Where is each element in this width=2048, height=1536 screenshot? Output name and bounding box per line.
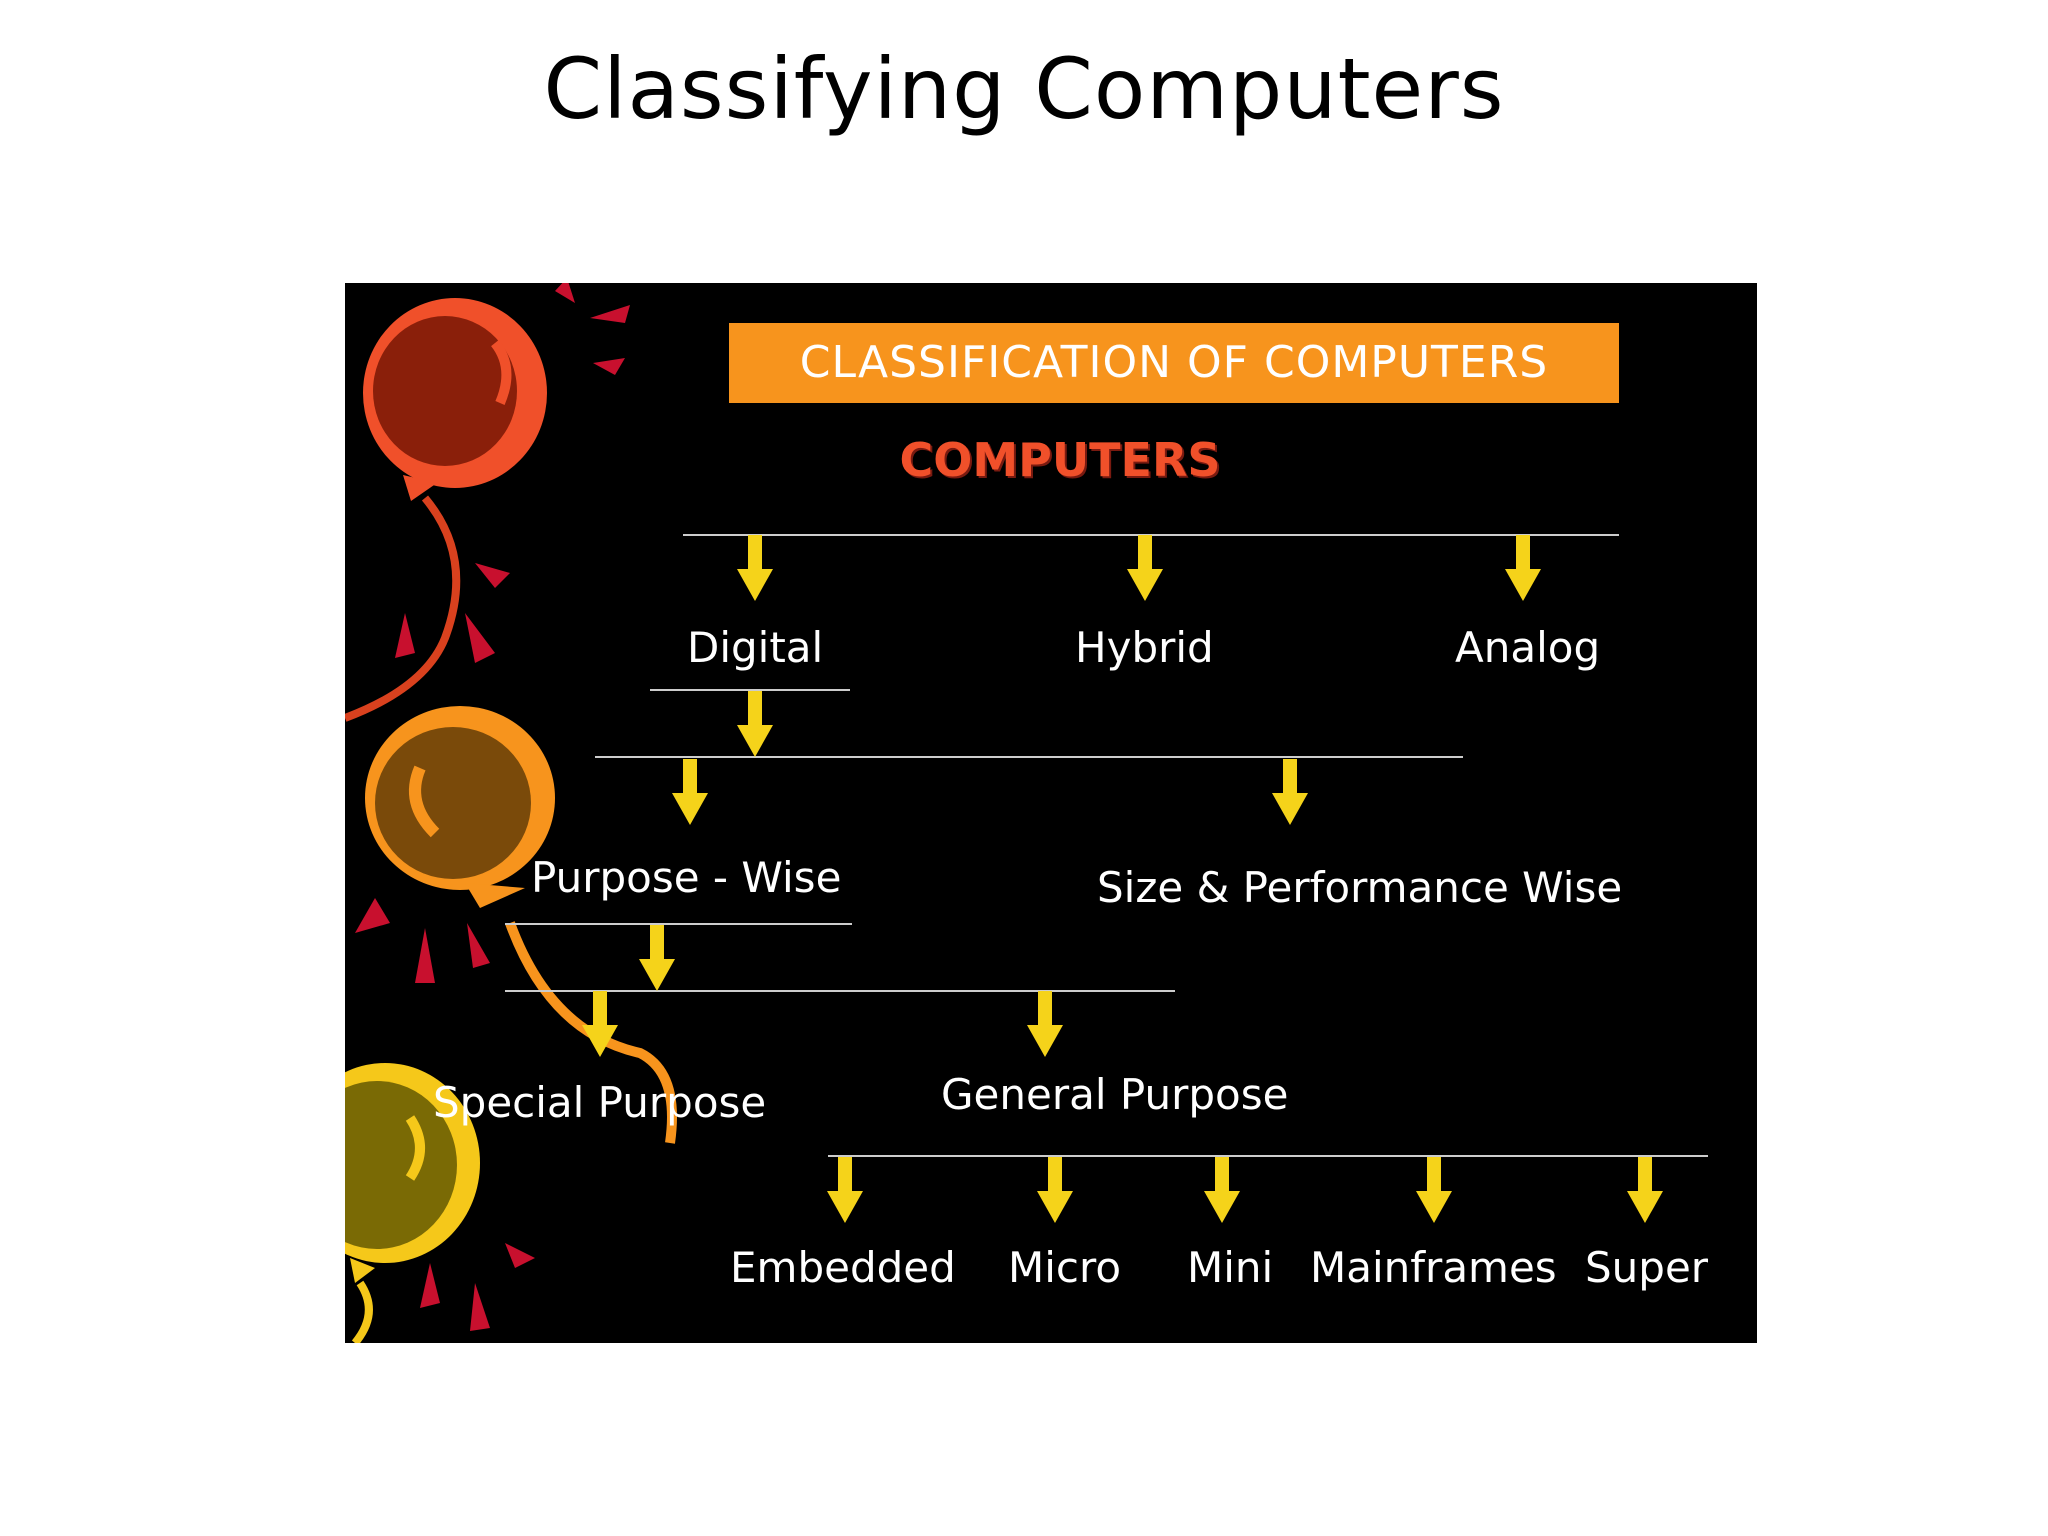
node-embedded: Embedded: [730, 1243, 956, 1292]
slide-title: Classifying Computers: [543, 40, 1505, 138]
node-super: Super: [1585, 1243, 1709, 1292]
classification-banner: CLASSIFICATION OF COMPUTERS: [729, 323, 1619, 403]
arrow-to-analog: [1505, 535, 1541, 601]
node-micro: Micro: [1008, 1243, 1122, 1292]
node-special-purpose: Special Purpose: [433, 1078, 767, 1127]
node-mini: Mini: [1187, 1243, 1274, 1292]
arrow-to-size: [1272, 759, 1308, 825]
arrow-to-hybrid: [1127, 535, 1163, 601]
diagram-graphics: [345, 283, 1708, 1343]
node-analog: Analog: [1455, 623, 1601, 672]
node-digital: Digital: [687, 623, 824, 672]
arrow-to-embedded: [827, 1157, 863, 1223]
red-balloon-icon: [345, 283, 630, 722]
root-node-computers: COMPUTERS: [899, 433, 1221, 487]
arrow-to-digital: [737, 535, 773, 601]
arrow-from-digital: [737, 691, 773, 757]
arrow-to-mainframes: [1416, 1157, 1452, 1223]
node-size-performance-wise: Size & Performance Wise: [1097, 863, 1623, 912]
arrow-to-mini: [1204, 1157, 1240, 1223]
connector-lines: [505, 534, 1708, 1157]
node-general-purpose: General Purpose: [941, 1070, 1289, 1119]
arrow-to-super: [1627, 1157, 1663, 1223]
arrow-to-general: [1027, 991, 1063, 1057]
diagram-panel: CLASSIFICATION OF COMPUTERS COMPUTERS Di…: [345, 283, 1757, 1343]
node-mainframes: Mainframes: [1310, 1243, 1557, 1292]
arrow-from-purpose: [639, 925, 675, 991]
arrow-to-micro: [1037, 1157, 1073, 1223]
orange-balloon-icon: [355, 706, 677, 1144]
yellow-balloon-icon: [345, 1063, 535, 1343]
node-hybrid: Hybrid: [1075, 623, 1214, 672]
node-purpose-wise: Purpose - Wise: [531, 853, 842, 902]
arrow-to-purpose: [672, 759, 708, 825]
